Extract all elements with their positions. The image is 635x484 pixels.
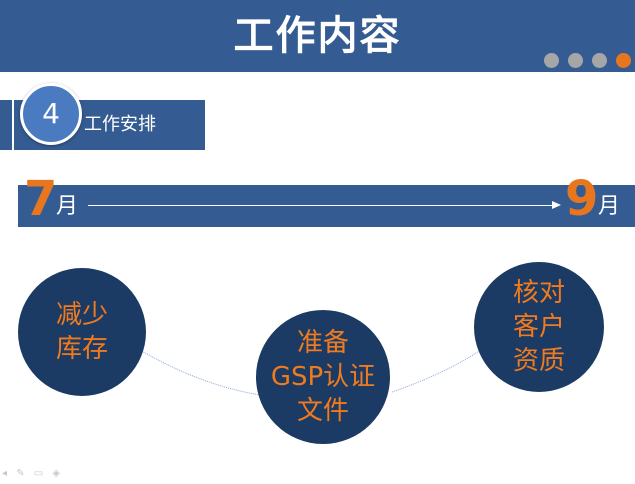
step-circle-reduce-inventory: 减少 库存 — [18, 268, 146, 396]
section-number-badge: 4 — [20, 83, 82, 145]
section-divider — [12, 100, 14, 150]
step-1-text: 减少 库存 — [55, 300, 108, 364]
slide-toolbar-icons[interactable]: ◂ ✎ ▭ ◈ — [2, 468, 64, 479]
start-month-unit: 月 — [56, 194, 79, 219]
header-banner — [0, 0, 635, 72]
start-month-number: 7 — [24, 171, 58, 227]
step-3-text: 核对 客户 资质 — [512, 278, 565, 376]
step-circle-verify-clients: 核对 客户 资质 — [474, 262, 604, 392]
page-title: 工作内容 — [233, 13, 402, 59]
section-label: 工作安排 — [84, 114, 156, 135]
end-month-number: 9 — [565, 171, 599, 227]
pager-dot-2[interactable] — [568, 53, 583, 68]
pager-dot-4[interactable] — [616, 53, 631, 68]
pager-dot-3[interactable] — [592, 53, 607, 68]
timeline-arrow-head — [552, 201, 561, 209]
timeline-bar — [18, 185, 635, 227]
pager-dot-1[interactable] — [544, 53, 559, 68]
step-2-text: 准备 GSP认证 文件 — [270, 328, 376, 426]
timeline-arrow-line — [88, 205, 552, 206]
step-circle-gsp-docs: 准备 GSP认证 文件 — [256, 310, 390, 444]
end-month-unit: 月 — [598, 194, 621, 219]
